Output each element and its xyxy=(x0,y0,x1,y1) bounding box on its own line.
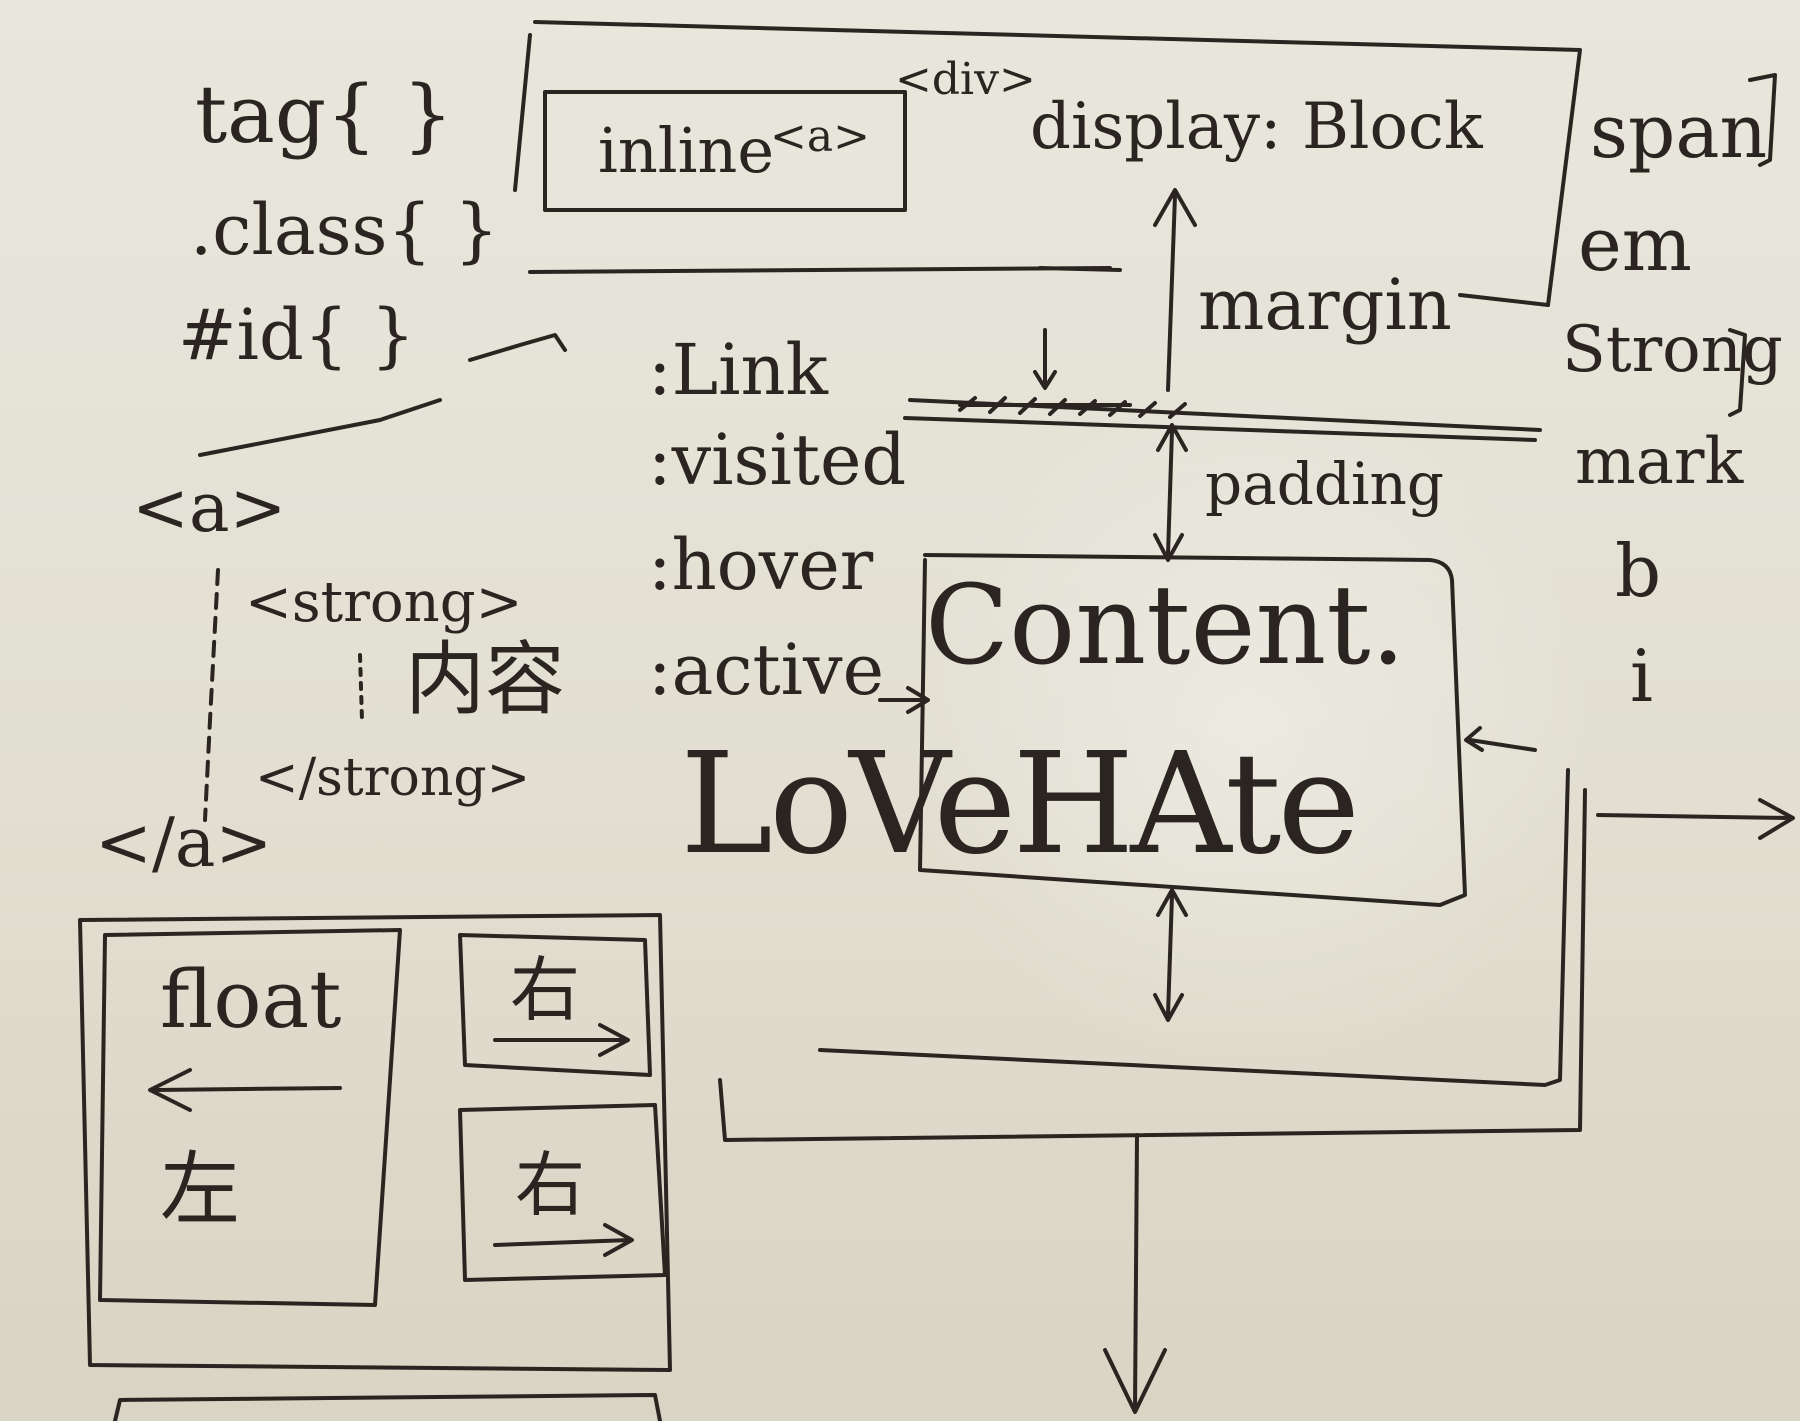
id-selector: #id{ } xyxy=(178,294,416,376)
content-chinese-text: 内容 xyxy=(405,633,565,726)
class-selector: .class{ } xyxy=(190,189,499,271)
float-label: float xyxy=(160,953,342,1046)
pseudo-hover: :hover xyxy=(648,524,874,606)
tag-selector: tag{ } xyxy=(195,68,454,161)
pseudo-link: :Link xyxy=(648,329,828,411)
float-right-box-1 xyxy=(458,933,652,1077)
margin-edge-lines xyxy=(903,398,1542,442)
float-left-box xyxy=(78,913,672,1372)
selector-underline xyxy=(198,398,442,457)
active-arrow xyxy=(878,686,930,714)
inline-a-box xyxy=(543,90,907,212)
hatching xyxy=(958,396,1187,419)
small-down-tick xyxy=(1033,328,1057,390)
outer-frame-outer xyxy=(718,788,1587,1142)
inline-label: inline xyxy=(598,114,775,187)
inline-element-em: em xyxy=(1578,202,1692,288)
float-right-arrow-1 xyxy=(493,1023,630,1057)
id-selector-squiggle xyxy=(468,333,567,362)
div-tag: <div> xyxy=(895,54,1036,105)
content-box-outline xyxy=(918,553,1467,907)
inline-element-span: span xyxy=(1590,89,1768,175)
a-close-tag: </a> xyxy=(95,804,273,883)
margin-label: margin xyxy=(1198,264,1452,346)
float-right-box-2 xyxy=(458,1103,667,1282)
content-side-arrow xyxy=(1464,726,1537,752)
float-right-char-1: 右 xyxy=(510,949,580,1031)
down-arrow xyxy=(1103,1133,1167,1414)
float-right-arrow-2 xyxy=(493,1223,634,1257)
pseudo-visited: :visited xyxy=(648,419,907,501)
nesting-dash-outer xyxy=(203,568,220,822)
bottom-cutoff-box xyxy=(113,1393,662,1421)
inline-a-tag: <a> xyxy=(770,111,870,162)
block-box-bottom-line xyxy=(528,266,1550,307)
float-left-char: 左 xyxy=(160,1143,240,1236)
inline-list-brace xyxy=(1728,73,1777,417)
a-open-tag: <a> xyxy=(132,469,287,548)
strong-close-tag: </strong> xyxy=(255,748,531,808)
right-arrow xyxy=(1596,798,1795,840)
love-hate-mnemonic: LoVeHAte xyxy=(680,723,1360,886)
block-box-outline xyxy=(513,20,1582,307)
pseudo-active: :active xyxy=(648,629,885,711)
inline-element-b: b xyxy=(1615,529,1662,613)
display-block-label: display: Block xyxy=(1030,90,1483,164)
nesting-dash-inner xyxy=(358,653,364,722)
float-right-char-2: 右 xyxy=(515,1144,585,1226)
inline-element-mark: mark xyxy=(1575,425,1744,499)
inline-element-strong: Strong xyxy=(1562,313,1783,387)
float-left-arrow xyxy=(148,1068,342,1112)
padding-label: padding xyxy=(1205,450,1444,518)
content-label: Content. xyxy=(925,561,1406,689)
strong-open-tag: <strong> xyxy=(245,570,523,635)
inline-element-i: i xyxy=(1630,634,1654,718)
padding-arrow xyxy=(1153,423,1188,562)
content-bottom-arrow xyxy=(1153,888,1188,1022)
margin-arrow xyxy=(1153,188,1197,392)
outer-frame-inner xyxy=(818,768,1570,1087)
